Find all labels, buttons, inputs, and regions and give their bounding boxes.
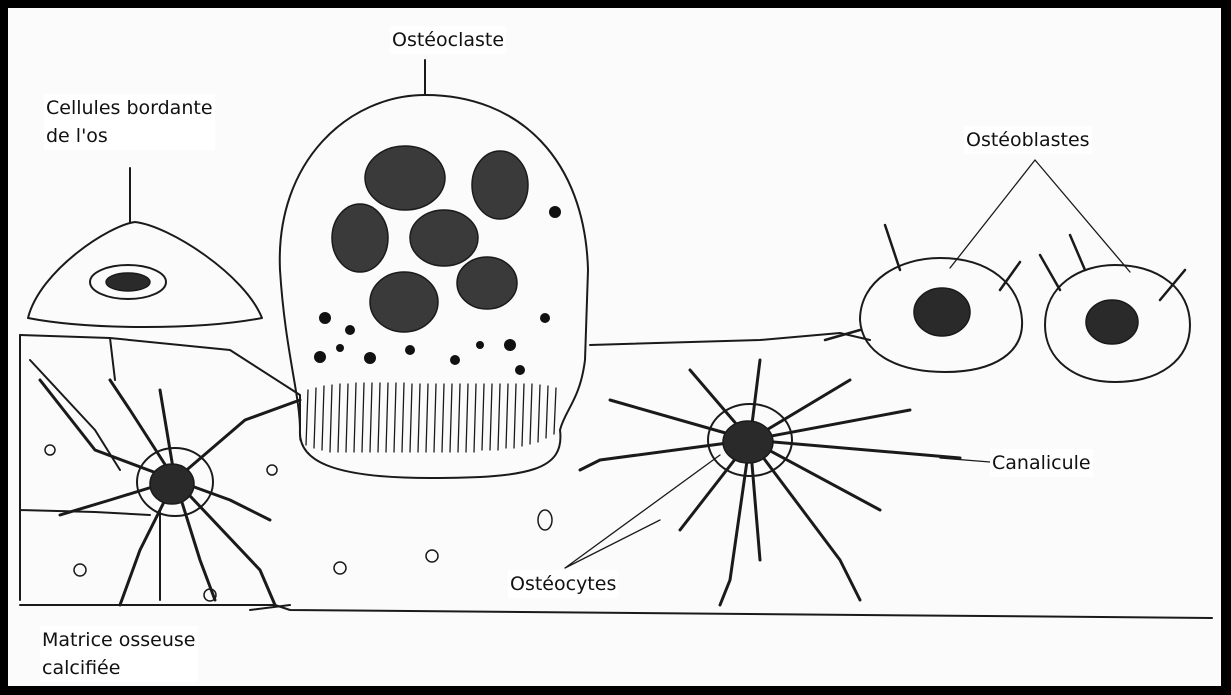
label-cellules-bordantes-line1: Cellules bordante [46,94,213,122]
osteocyte-pointers [565,455,720,568]
osteocyte-center-nucleus [723,421,773,463]
osteocyte-center-processes [580,360,960,605]
osteocyte-left-nucleus [150,464,194,504]
canalicule-pointer [940,458,990,462]
bone-baseline [20,605,1212,618]
label-osteoclaste: Ostéoclaste [390,26,506,54]
osteoblast-2-nucleus [1086,300,1138,344]
label-matrice: Matrice osseuse calcifiée [40,626,198,682]
ruffled-border [300,383,556,452]
label-osteoblastes: Ostéoblastes [964,126,1092,154]
label-cellules-bordantes-line2: de l'os [46,122,213,150]
label-matrice-line2: calcifiée [42,654,196,682]
label-canalicule: Canalicule [990,449,1093,477]
osteoclast-nucleus-6 [457,257,517,309]
label-matrice-line1: Matrice osseuse [42,626,196,654]
osteoclast-nucleus-2 [472,151,528,219]
osteoblast-1-nucleus [914,288,970,336]
osteoclast-nucleus-1 [365,146,445,210]
lining-nucleus-fill [106,273,150,291]
matrix-cells [45,445,552,601]
osteoclast-nucleus-4 [410,210,478,266]
label-cellules-bordantes: Cellules bordante de l'os [44,94,215,150]
osteoclast-nucleus-5 [370,272,438,332]
lining-cell [28,222,262,327]
bone-surface [20,333,870,610]
label-osteocytes: Ostéocytes [508,570,618,598]
osteoclast-nucleus-3 [332,204,388,272]
